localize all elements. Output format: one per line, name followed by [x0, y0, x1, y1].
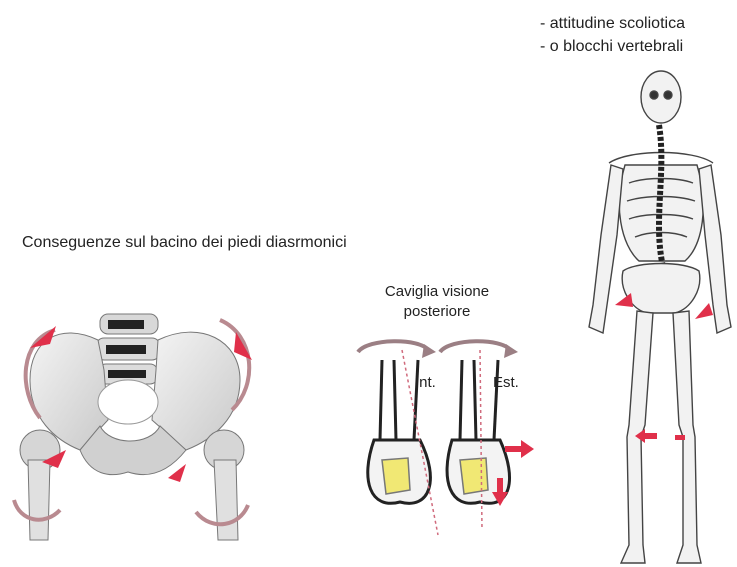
skeleton-pelvis [622, 264, 700, 314]
note-scoliotic-attitude: - attitudine scoliotica [540, 12, 685, 35]
pelvis-figure [0, 300, 290, 567]
scoliosis-notes: - attitudine scoliotica - o blocchi vert… [540, 12, 685, 58]
page-title: Conseguenze sul bacino dei piedi diasrmo… [22, 234, 347, 252]
left-leg [368, 360, 431, 503]
skeleton-figure [575, 65, 737, 567]
sacrum-vertebrae [96, 314, 160, 384]
left-arm [589, 165, 623, 333]
ankle-rotation-arrows [358, 341, 510, 352]
ankle-caption-line1: Caviglia visione [362, 282, 512, 302]
skull [641, 71, 681, 123]
ankle-caption-line2: posteriore [362, 302, 512, 322]
left-femur [20, 430, 60, 540]
right-arm [699, 165, 731, 333]
ankle-caption: Caviglia visione posteriore [362, 282, 512, 322]
note-vertebral-blocks: - o blocchi vertebrali [540, 35, 685, 58]
ankle-figure [340, 330, 550, 555]
